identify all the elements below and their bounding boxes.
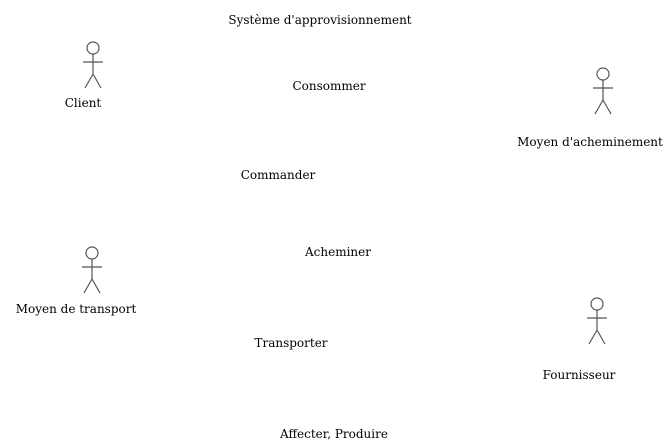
stick-figure-icon <box>82 246 102 294</box>
stick-figure-icon <box>587 297 607 345</box>
use-case-acheminer: Acheminer <box>305 245 371 259</box>
actor-fournisseur-label: Fournisseur <box>542 368 616 382</box>
actor-client-label: Client <box>64 96 102 110</box>
actor-client-icon <box>78 40 108 94</box>
system-title: Système d'approvisionnement <box>228 13 412 27</box>
actor-fournisseur-icon <box>582 296 612 350</box>
stick-figure-icon <box>83 41 103 89</box>
actor-moyen-transport-icon <box>77 245 107 299</box>
use-case-affecter-produire: Affecter, Produire <box>280 427 388 441</box>
stick-figure-icon <box>593 67 613 115</box>
use-case-transporter: Transporter <box>254 336 328 350</box>
use-case-commander: Commander <box>240 168 316 182</box>
use-case-consommer: Consommer <box>292 79 366 93</box>
actor-moyen-acheminement-label: Moyen d'acheminement <box>517 135 663 149</box>
actor-moyen-transport-label: Moyen de transport <box>15 302 137 316</box>
actor-moyen-acheminement-icon <box>588 66 618 120</box>
